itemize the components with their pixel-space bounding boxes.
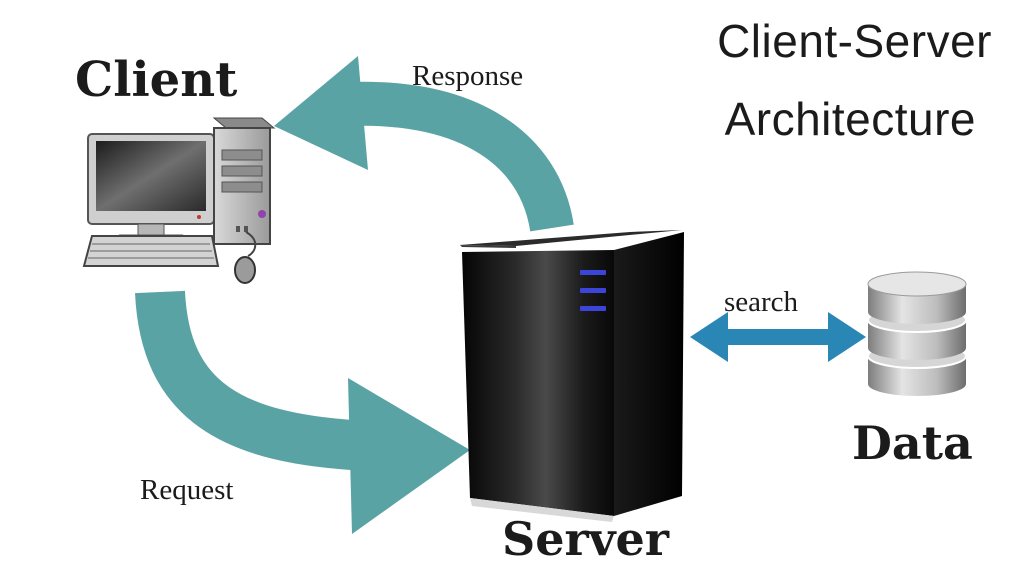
request-arrow: [135, 290, 470, 534]
diagram-title-line-1: Client-Server: [717, 15, 992, 67]
server-label: Server: [502, 512, 669, 566]
server-led-2: [580, 288, 606, 293]
client-computer-icon: [82, 117, 276, 284]
server-icon: [460, 230, 684, 522]
search-double-arrow: [690, 312, 866, 362]
database-icon: [867, 271, 967, 396]
search-label: search: [724, 286, 799, 318]
server-led-1: [580, 270, 606, 275]
data-label: Data: [852, 416, 973, 470]
response-arrow: [274, 56, 574, 233]
diagram-title-line-2: Architecture: [724, 93, 976, 145]
client-label: Client: [75, 52, 238, 108]
request-label: Request: [140, 474, 234, 506]
response-label: Response: [412, 60, 524, 92]
server-led-3: [580, 306, 606, 311]
